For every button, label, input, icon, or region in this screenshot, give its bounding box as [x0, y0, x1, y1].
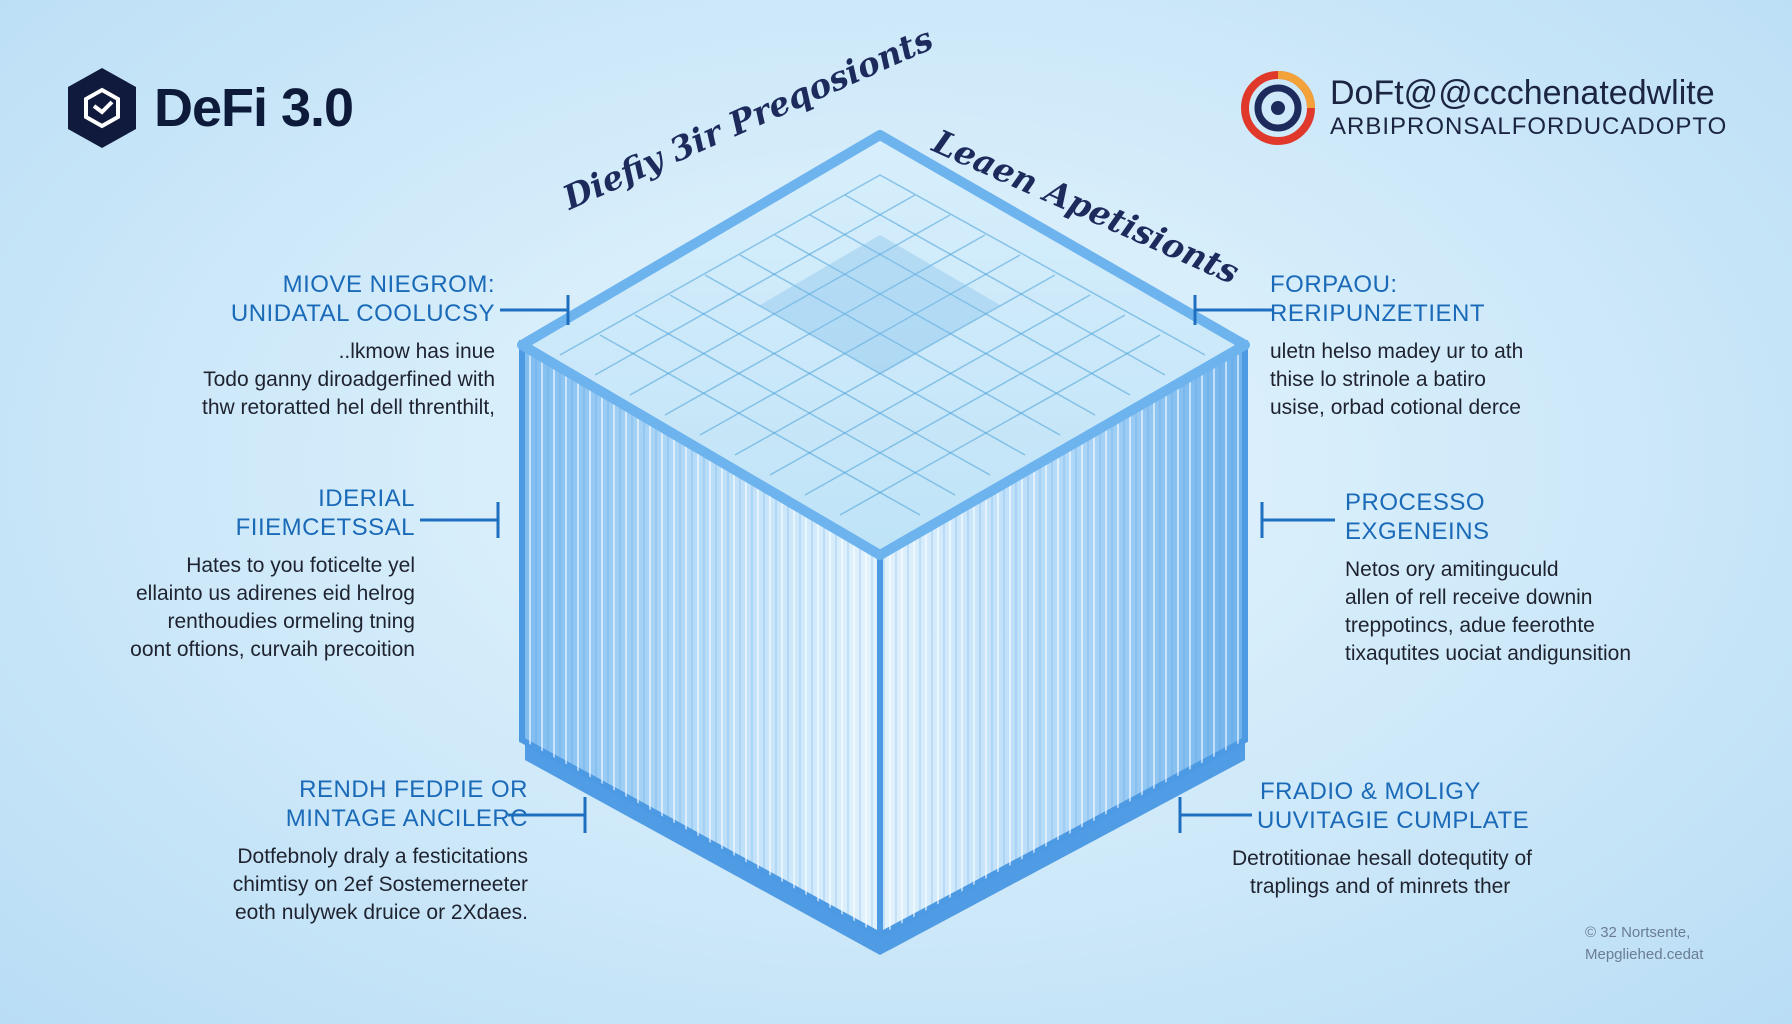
footnote: © 32 Nortsente, Mepgliehed.cedat: [1585, 922, 1703, 966]
block-line: thw retoratted hel dell threnthilt,: [202, 396, 495, 419]
block-line: ellainto us adirenes eid helrog: [135, 582, 415, 605]
block-heading: FRADIO & MOLIGY: [1260, 778, 1481, 805]
block-heading: UUVITAGIE CUMPLATE: [1257, 807, 1530, 834]
block-line: traplings and of minrets ther: [1250, 875, 1511, 898]
block-line: Dotfebnoly draly a festicitations: [237, 845, 528, 868]
brand-logo-left: DeFi 3.0: [66, 66, 354, 150]
block-line: Detrotitionae hesall dotequtity of: [1232, 847, 1533, 870]
block-line: treppotincs, adue feerothte: [1345, 614, 1595, 637]
block-heading: MINTAGE ANCILERC: [285, 805, 528, 832]
block-heading: PROCESSO: [1345, 489, 1486, 516]
block-line: oont oftions, curvaih precoition: [130, 638, 415, 661]
block-line: Hates to you foticelte yel: [186, 554, 415, 577]
cube-top-face: [517, 130, 1250, 560]
block-heading: UNIDATAL COOLUCSY: [230, 300, 495, 327]
block-line: chimtisy on 2ef Sostemerneeter: [232, 873, 528, 896]
block-line: Todo ganny diroadgerfined with: [203, 368, 495, 391]
block-right-mid: PROCESSO EXGENEINS Netos ory amitingucul…: [1345, 488, 1725, 668]
block-line: ..lkmow has inue: [338, 340, 495, 363]
block-left-mid: IDERIAL FIIEMCETSSAL Hates to you fotice…: [35, 484, 415, 664]
brand-name: DeFi 3.0: [154, 78, 354, 138]
block-right-bot: FRADIO & MOLIGY UUVITAGIE CUMPLATE Detro…: [1232, 777, 1612, 901]
block-heading: MIOVE NIEGROM:: [282, 271, 495, 298]
block-line: tixaqutites uociat andigunsition: [1345, 642, 1632, 665]
block-line: thise lo strinole a batiro: [1270, 368, 1486, 391]
block-heading: EXGENEINS: [1345, 518, 1490, 545]
right-brand-subtitle: ARBIPRONSALFORDUCADOPTO: [1330, 113, 1728, 140]
block-heading: RERIPUNZETIENT: [1270, 300, 1486, 327]
block-line: usise, orbad cotional derce: [1270, 396, 1521, 419]
brand-logo-right: DoFt@@ccchenatedwlite ARBIPRONSALFORDUCA…: [1240, 70, 1727, 146]
connector-lines: [420, 295, 1335, 833]
block-right-top: FORPAOU: RERIPUNZETIENT uletn helso made…: [1270, 270, 1650, 422]
cube-top-grid: [559, 174, 1206, 516]
block-line: eoth nulywek druice or 2Xdaes.: [234, 901, 528, 924]
block-left-top: MIOVE NIEGROM: UNIDATAL COOLUCSY ..lkmow…: [115, 270, 495, 422]
block-heading: IDERIAL: [318, 485, 415, 512]
block-line: allen of rell receive downin: [1345, 586, 1593, 609]
block-left-bot: RENDH FEDPIE OR MINTAGE ANCILERC Dotfebn…: [148, 775, 528, 927]
block-line: uletn helso madey ur to ath: [1270, 340, 1524, 363]
block-heading: FORPAOU:: [1270, 271, 1398, 298]
block-line: Netos ory amitinguculd: [1345, 558, 1559, 581]
hexagon-logo-icon: [68, 68, 136, 148]
right-brand-title: DoFt@@ccchenatedwlite: [1330, 74, 1715, 112]
footnote-line: © 32 Nortsente,: [1585, 924, 1691, 941]
block-line: renthoudies ormeling tning: [167, 610, 416, 633]
block-heading: RENDH FEDPIE OR: [299, 776, 528, 803]
block-heading: FIIEMCETSSAL: [235, 514, 415, 541]
footnote-line: Mepgliehed.cedat: [1585, 946, 1704, 963]
target-ring-icon: [1241, 71, 1315, 145]
